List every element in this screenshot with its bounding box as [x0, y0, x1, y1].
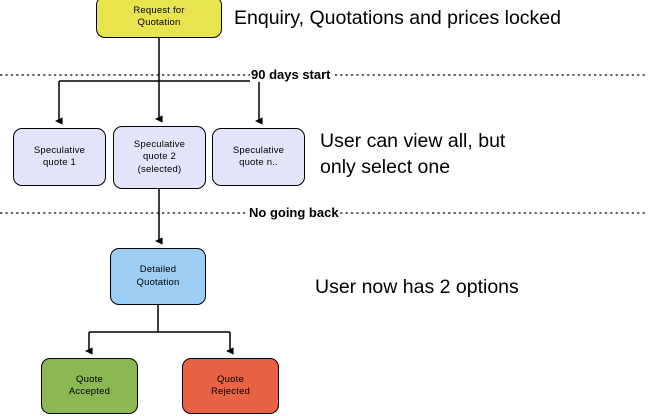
node-speculative-quote-n[interactable]: Speculative quote n..: [212, 128, 305, 186]
node-speculative-quote-2[interactable]: Speculative quote 2 (selected): [113, 126, 206, 189]
phase-label-no-going-back: No going back: [248, 205, 340, 220]
phase-label-90-days-start: 90 days start: [250, 67, 332, 82]
connector-rfq-to-speculative: [54, 38, 263, 125]
node-quote-accepted[interactable]: Quote Accepted: [41, 358, 138, 414]
node-request-for-quotation[interactable]: Request for Quotation: [96, 0, 222, 38]
node-quote-rejected[interactable]: Quote Rejected: [182, 358, 279, 414]
connector-detailed-to-outcomes: [84, 305, 234, 355]
node-detailed-quotation[interactable]: Detailed Quotation: [110, 248, 206, 305]
node-speculative-quote-1[interactable]: Speculative quote 1: [13, 128, 106, 186]
annotation-enquiry-prices-locked: Enquiry, Quotations and prices locked: [234, 7, 561, 29]
annotation-user-two-options: User now has 2 options: [315, 276, 519, 298]
annotation-user-can-view-all: User can view all, but only select one: [320, 130, 506, 178]
